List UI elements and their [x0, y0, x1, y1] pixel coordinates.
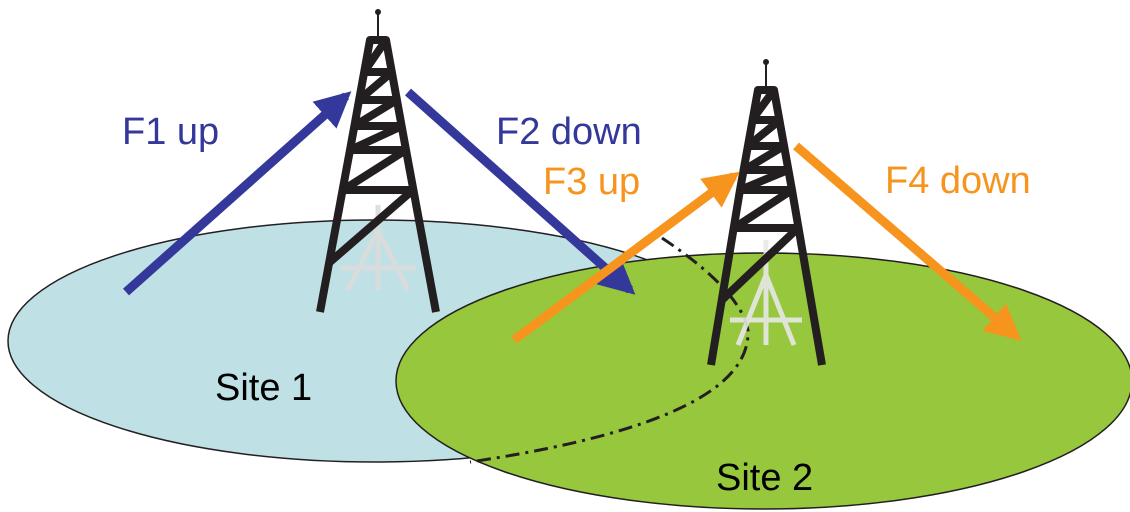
- site-2-label: Site 2: [716, 457, 813, 499]
- f2-down-arrow: [405, 88, 636, 295]
- f3-up-arrow: [511, 171, 740, 344]
- f1-up-arrow: [123, 91, 352, 296]
- coverage-boundary-line: [469, 236, 750, 464]
- f4-down-arrow: [793, 142, 1022, 341]
- f3-up-label: F3 up: [543, 161, 640, 203]
- site-1-label: Site 1: [215, 367, 312, 409]
- f2-down-label: F2 down: [496, 111, 642, 153]
- f1-up-label: F1 up: [122, 111, 219, 153]
- tower-2-icon: [707, 59, 826, 366]
- f4-down-label: F4 down: [885, 160, 1031, 202]
- tower-1-icon: [316, 9, 440, 313]
